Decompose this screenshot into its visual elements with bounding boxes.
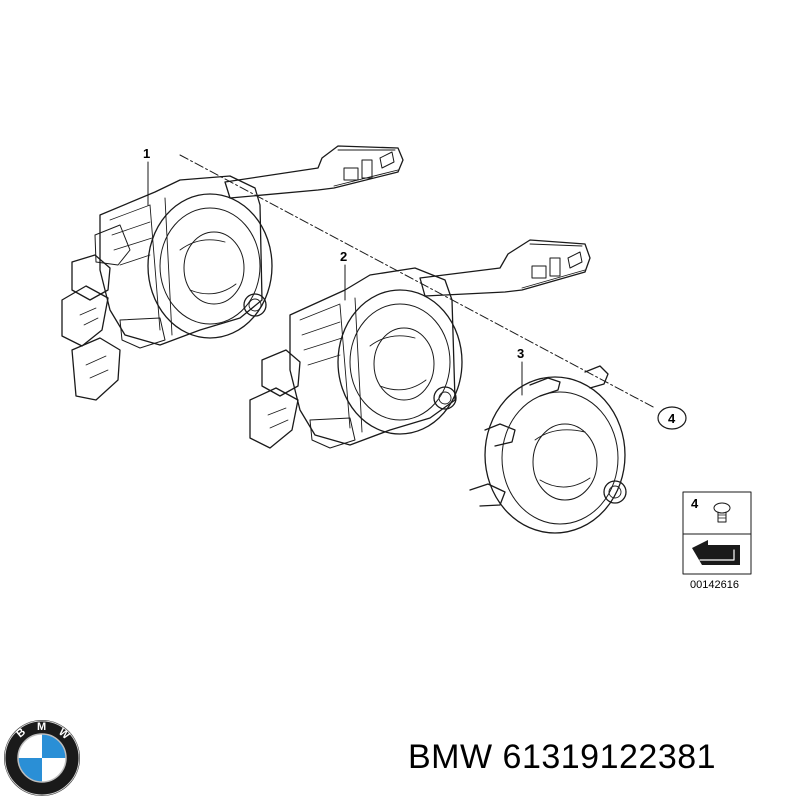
- part-2-switch-cluster: [249, 239, 591, 449]
- part-1-switch-cluster: [61, 145, 404, 401]
- bmw-logo: B M W: [4, 720, 80, 796]
- part-number: 61319122381: [502, 738, 717, 776]
- callout-1-label: 1: [143, 146, 150, 161]
- svg-text:M: M: [37, 721, 46, 733]
- callout-4-label: 4: [668, 411, 676, 426]
- part-3-clock-spring: [469, 365, 627, 534]
- callout-2-label: 2: [340, 249, 347, 264]
- legend-callout-label: 4: [691, 496, 699, 511]
- legend-box: [682, 491, 752, 575]
- brand-name: BMW: [408, 738, 493, 776]
- callout-3-label: 3: [517, 346, 524, 361]
- diagram-number: 00142616: [690, 579, 739, 591]
- callout-4-circle: [657, 406, 687, 430]
- assembly-axis-line: [179, 154, 656, 409]
- part-caption: BMW 61319122381: [408, 738, 716, 777]
